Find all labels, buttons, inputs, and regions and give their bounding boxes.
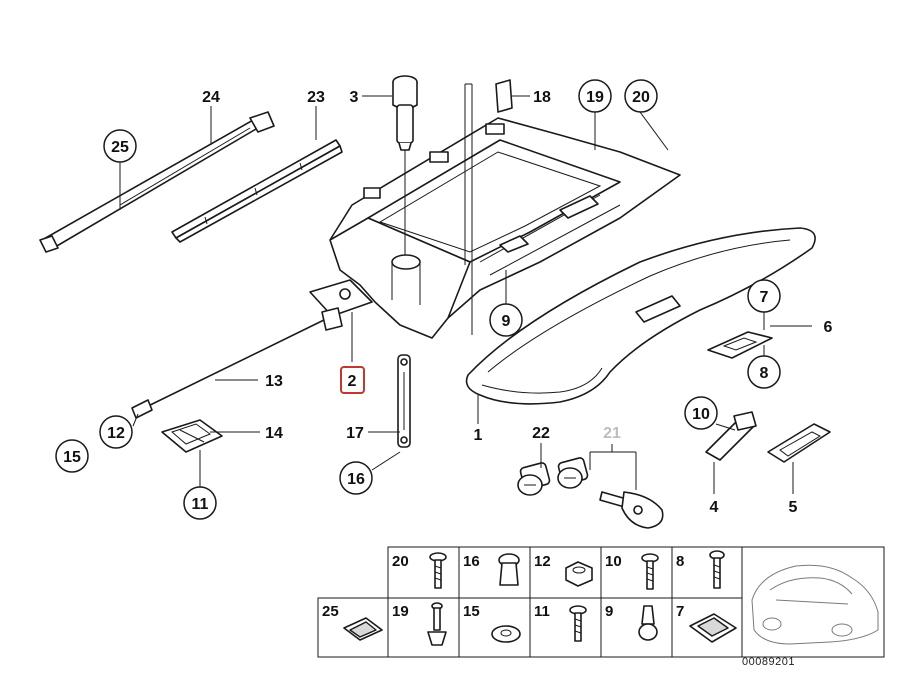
fastener-19-bolt-icon	[427, 602, 447, 646]
callout-2-highlight-box	[340, 366, 365, 394]
part-23-slotted-rail	[171, 139, 343, 243]
part-6-striker	[707, 331, 773, 359]
callout-labels: 25 19 20 9 7 8 10 12 15 11 16 24 23 3 18…	[55, 79, 833, 520]
car-silhouette-icon	[751, 564, 879, 645]
part-21-lock-and-key	[557, 457, 664, 529]
table-cell-10: 10	[605, 553, 622, 570]
fastener-16-rivet-icon	[498, 553, 520, 586]
callout-21: 21	[603, 425, 621, 442]
callout-5: 5	[789, 499, 798, 516]
table-cell-11: 11	[534, 603, 550, 620]
table-cell-12: 12	[534, 553, 551, 570]
callout-20: 20	[632, 89, 650, 106]
callout-2: 2	[348, 373, 357, 390]
callout-12: 12	[107, 425, 125, 442]
table-cell-16: 16	[463, 553, 480, 570]
table-cell-7: 7	[676, 603, 684, 620]
fastener-25-pad-icon	[343, 617, 383, 641]
callout-25: 25	[111, 139, 129, 156]
callout-9: 9	[502, 313, 511, 330]
callout-8: 8	[760, 365, 769, 382]
callout-19: 19	[586, 89, 604, 106]
callout-16: 16	[347, 471, 365, 488]
diagram-reference: 00089201	[742, 656, 795, 668]
fastener-9-plug-icon	[638, 605, 658, 641]
callout-15: 15	[63, 449, 81, 466]
table-cell-20: 20	[392, 553, 409, 570]
callout-13: 13	[265, 373, 283, 390]
callout-22: 22	[532, 425, 550, 442]
fastener-table: 20 16 12 10 8 25 19 15 11 9 7	[317, 546, 885, 658]
table-cell-9: 9	[605, 603, 613, 620]
fastener-10-screw-icon	[641, 553, 659, 590]
callout-17: 17	[346, 425, 364, 442]
part-3-hinge-pin	[392, 75, 418, 151]
part-5-catch	[767, 423, 831, 463]
callout-4: 4	[710, 499, 719, 516]
fastener-12-nut-icon	[565, 561, 593, 587]
callout-24: 24	[202, 89, 220, 106]
part-4-latch	[705, 411, 757, 461]
fastener-8-screw-icon	[709, 550, 725, 589]
part-17-strut	[397, 354, 411, 448]
callout-10: 10	[692, 406, 710, 423]
table-cell-15: 15	[463, 603, 480, 620]
callout-11: 11	[192, 496, 209, 513]
callout-3: 3	[350, 89, 359, 106]
callout-18: 18	[533, 89, 551, 106]
leader-lines	[119, 83, 812, 494]
callout-14: 14	[265, 425, 283, 442]
part-12-rod-end	[131, 399, 153, 419]
part-24-rail	[39, 111, 275, 253]
part-1-lid	[465, 227, 816, 405]
callout-6: 6	[824, 319, 833, 336]
fastener-15-washer-icon	[491, 625, 521, 643]
part-18-clip	[495, 79, 513, 113]
table-cell-19: 19	[392, 603, 409, 620]
table-cell-8: 8	[676, 553, 684, 570]
table-cell-25: 25	[322, 603, 339, 620]
callout-23: 23	[307, 89, 325, 106]
part-2-housing	[309, 117, 681, 339]
callout-7: 7	[760, 289, 769, 306]
part-22-lock-cylinder	[517, 462, 551, 496]
callout-1: 1	[474, 427, 483, 444]
part-14-latch-plate	[161, 419, 223, 453]
fastener-7-clip-icon	[689, 613, 737, 643]
fastener-11-screw-icon	[569, 605, 587, 642]
part-13-rod	[139, 307, 343, 411]
fastener-20-screw-icon	[429, 552, 447, 589]
